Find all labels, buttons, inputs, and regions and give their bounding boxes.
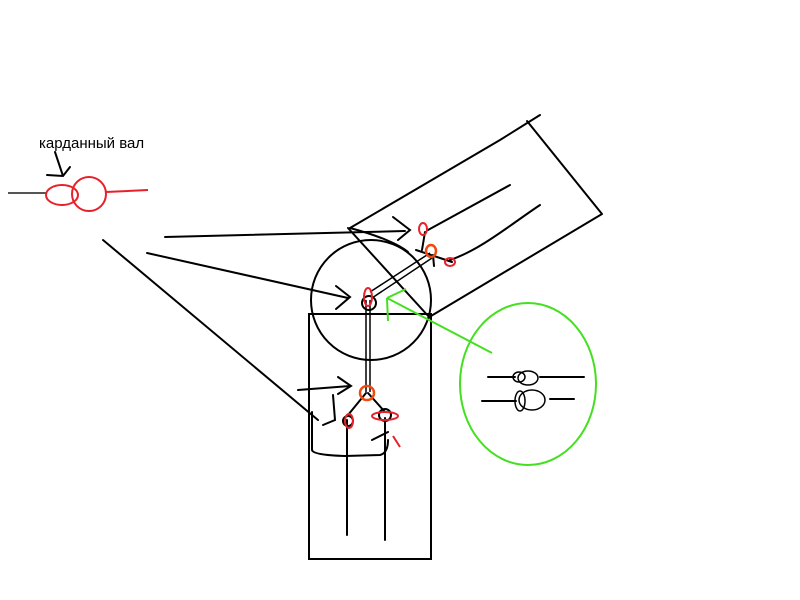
red-tick — [392, 435, 401, 448]
joint-red — [344, 413, 354, 429]
joints — [344, 222, 456, 448]
callout-arrow — [386, 288, 493, 354]
label-arrow — [46, 151, 71, 178]
pointer-lines — [102, 216, 412, 421]
pointer-arrow-middle — [146, 252, 352, 310]
joint-orange — [424, 243, 438, 259]
cardan-label: карданный вал — [39, 135, 144, 152]
joint-red — [371, 411, 399, 421]
joint-red — [418, 222, 428, 236]
joint-orange — [358, 384, 376, 402]
callout-ellipse — [459, 302, 597, 466]
detail-shafts — [481, 376, 585, 402]
shoulder-circle — [310, 239, 432, 361]
joint-red — [363, 287, 373, 307]
shaft-right — [105, 189, 149, 193]
joint-red — [444, 257, 456, 267]
pointer-arrow-bottom — [102, 239, 353, 421]
joint-large-circle — [71, 176, 107, 212]
cardan-legend: карданный вал — [8, 135, 149, 212]
pointer-arrow-top — [164, 216, 412, 241]
detail-callout — [386, 288, 597, 466]
joint-small-ellipse — [45, 184, 79, 206]
arm-frame — [347, 114, 603, 319]
